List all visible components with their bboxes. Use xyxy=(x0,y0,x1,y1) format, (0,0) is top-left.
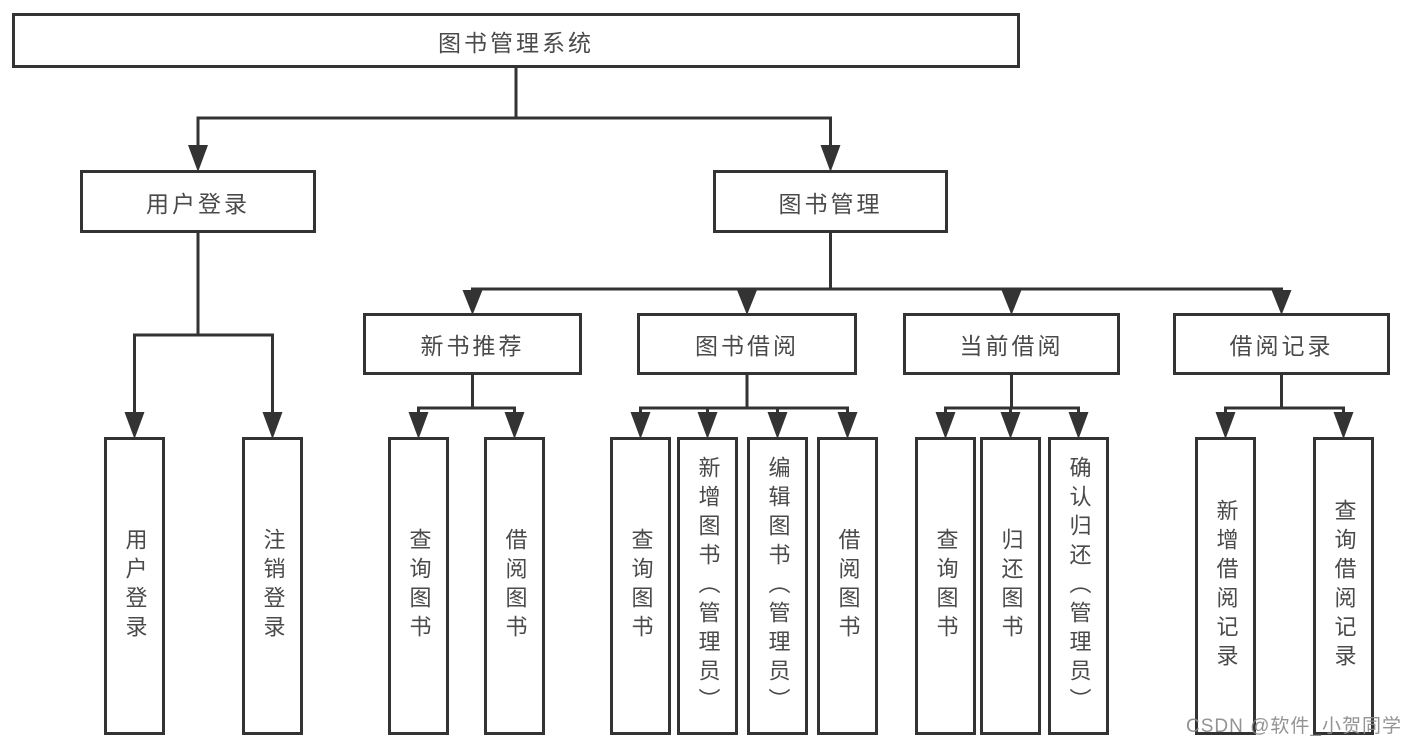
arrowhead-icon xyxy=(124,412,145,439)
node-label-leaf-logout: 注销登录 xyxy=(260,528,286,644)
node-label-leaf-cur-query: 查询图书 xyxy=(933,528,959,644)
node-leaf-cur-query: 查询图书 xyxy=(915,437,976,735)
arrowhead-icon xyxy=(820,145,841,172)
node-leaf-cur-confirm: 确认归还（管理员） xyxy=(1048,437,1109,735)
arrowhead-icon xyxy=(262,412,283,439)
node-label-leaf-rec-query: 查询图书 xyxy=(406,528,432,644)
node-leaf-rc-query: 查询借阅记录 xyxy=(1313,437,1374,735)
arrowhead-icon xyxy=(1215,412,1236,439)
node-leaf-bor-borrow: 借阅图书 xyxy=(817,437,878,735)
node-label-user-login: 用户登录 xyxy=(146,190,250,217)
node-new-book-rec: 新书推荐 xyxy=(363,313,582,375)
node-leaf-logout: 注销登录 xyxy=(242,437,303,735)
node-book-mgmt: 图书管理 xyxy=(713,170,948,233)
arrowhead-icon xyxy=(408,412,429,439)
node-label-leaf-bor-edit: 编辑图书（管理员） xyxy=(765,455,791,717)
node-label-leaf-rec-borrow: 借阅图书 xyxy=(502,528,528,644)
node-label-leaf-bor-query: 查询图书 xyxy=(628,528,654,644)
node-label-current-borrow: 当前借阅 xyxy=(959,333,1064,359)
arrowhead-icon xyxy=(188,145,208,172)
node-leaf-bor-edit: 编辑图书（管理员） xyxy=(747,437,808,735)
node-label-leaf-cur-confirm: 确认归还（管理员） xyxy=(1066,455,1092,717)
node-label-book-borrow: 图书借阅 xyxy=(695,333,799,359)
node-label-root: 图书管理系统 xyxy=(438,29,594,56)
arrowhead-icon xyxy=(697,412,718,439)
arrowhead-icon xyxy=(767,412,788,439)
arrowhead-icon xyxy=(1000,412,1021,439)
arrowhead-icon xyxy=(935,412,956,439)
node-leaf-bor-add: 新增图书（管理员） xyxy=(677,437,738,735)
watermark: CSDN @软件_小贺同学 xyxy=(1186,716,1402,737)
node-borrow-records: 借阅记录 xyxy=(1173,313,1390,375)
node-label-new-book-rec: 新书推荐 xyxy=(420,333,525,359)
node-root: 图书管理系统 xyxy=(12,13,1020,68)
arrowhead-icon xyxy=(1333,412,1354,439)
node-label-leaf-login: 用户登录 xyxy=(122,528,148,644)
arrowhead-icon xyxy=(837,412,858,439)
arrowhead-icon xyxy=(462,290,483,315)
arrowhead-icon xyxy=(1271,290,1292,315)
node-label-leaf-bor-add: 新增图书（管理员） xyxy=(695,455,721,717)
node-leaf-cur-return: 归还图书 xyxy=(980,437,1041,735)
node-leaf-bor-query: 查询图书 xyxy=(610,437,671,735)
arrowhead-icon xyxy=(504,412,525,439)
node-label-borrow-records: 借阅记录 xyxy=(1229,333,1334,359)
node-label-book-mgmt: 图书管理 xyxy=(778,190,883,217)
node-leaf-rc-add: 新增借阅记录 xyxy=(1195,437,1256,735)
node-book-borrow: 图书借阅 xyxy=(637,313,857,375)
node-current-borrow: 当前借阅 xyxy=(903,313,1120,375)
node-leaf-login: 用户登录 xyxy=(104,437,165,735)
arrowhead-icon xyxy=(737,290,757,315)
arrowhead-icon xyxy=(1001,290,1022,315)
node-user-login: 用户登录 xyxy=(80,170,316,233)
node-leaf-rec-borrow: 借阅图书 xyxy=(484,437,545,735)
arrowhead-icon xyxy=(1068,412,1089,439)
node-label-leaf-bor-borrow: 借阅图书 xyxy=(835,528,861,644)
arrowhead-icon xyxy=(630,412,651,439)
node-label-leaf-rc-query: 查询借阅记录 xyxy=(1331,499,1357,673)
node-label-leaf-rc-add: 新增借阅记录 xyxy=(1213,499,1239,673)
node-leaf-rec-query: 查询图书 xyxy=(388,437,449,735)
node-label-leaf-cur-return: 归还图书 xyxy=(998,528,1024,644)
